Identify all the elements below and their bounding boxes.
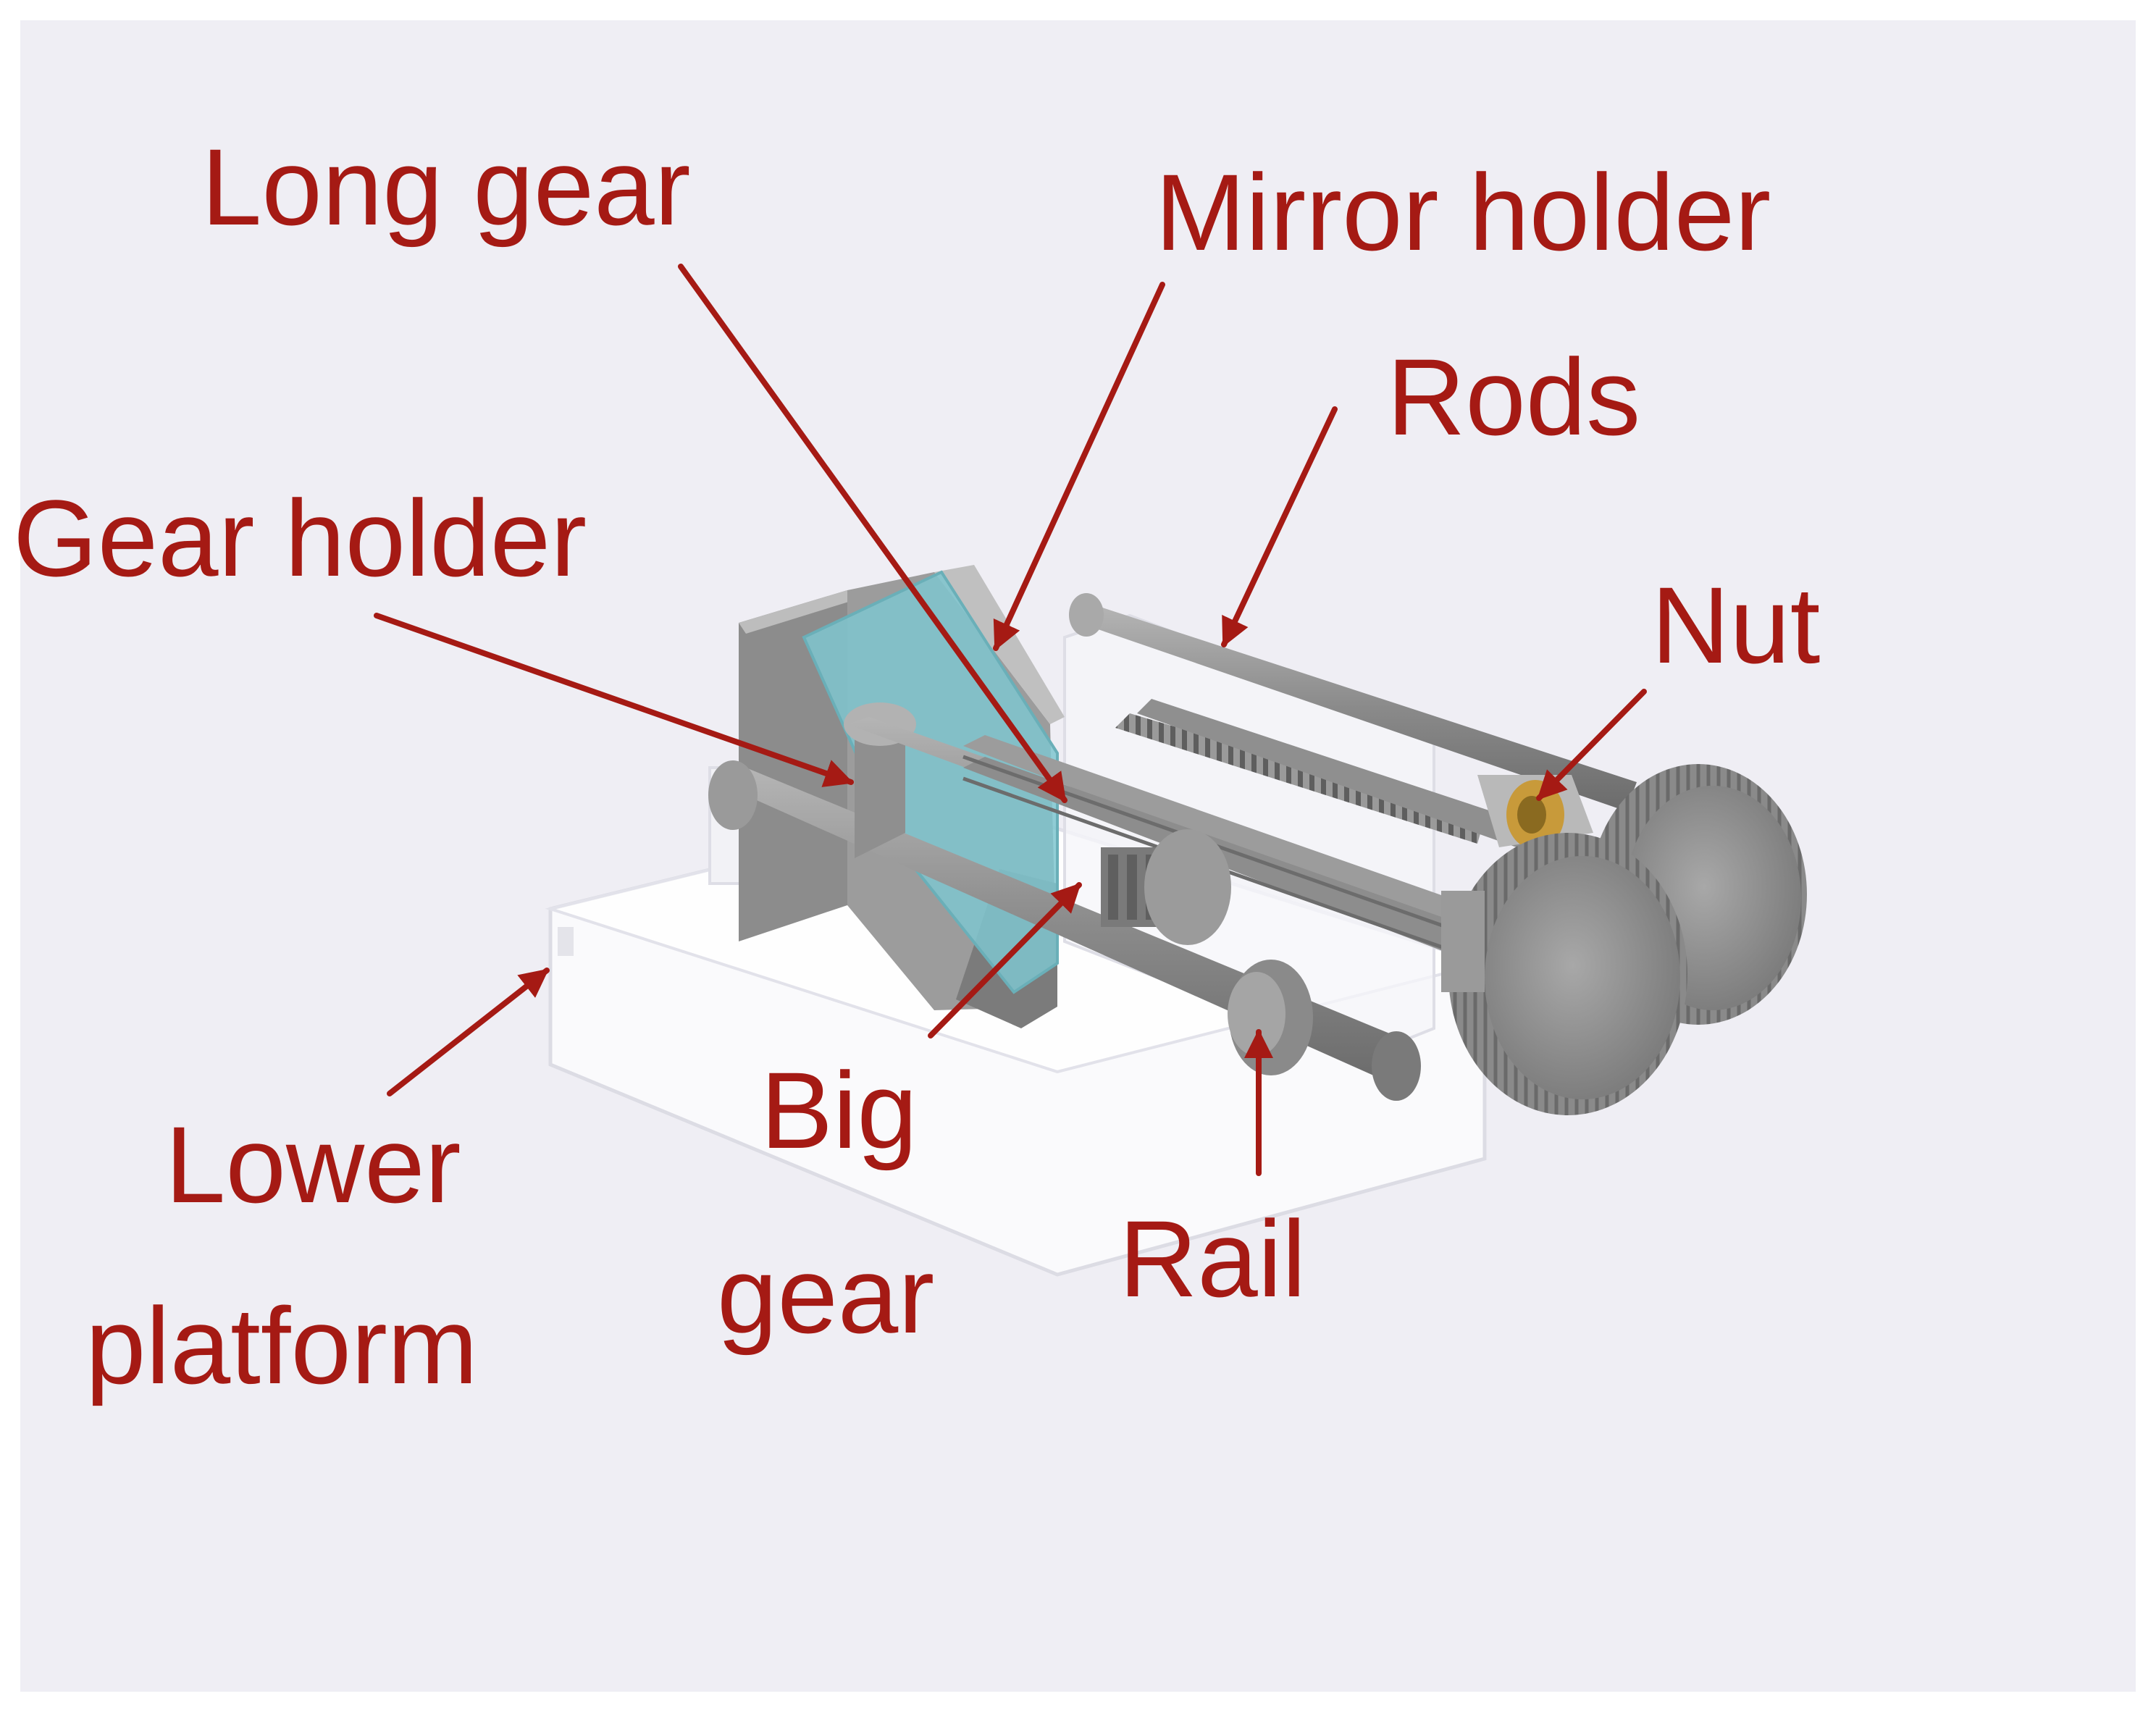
big-gear-shape xyxy=(1101,829,1231,945)
arrow-long-gear xyxy=(678,264,1067,803)
knob-front xyxy=(1448,833,1687,1115)
rods-shape xyxy=(1069,593,1637,865)
arrow-big-gear xyxy=(928,882,1082,1038)
mechanism-illustration xyxy=(545,565,1807,1277)
callout-arrows xyxy=(374,264,1647,1176)
rail-rod xyxy=(708,760,1421,1101)
label-gear-holder: Gear holder xyxy=(13,477,587,599)
mirror-holder-block xyxy=(739,590,847,941)
label-rods: Rods xyxy=(1387,336,1640,458)
label-lower-platform-line1: Lower xyxy=(165,1104,461,1225)
arrow-rods xyxy=(1221,406,1338,647)
lead-screw xyxy=(1115,713,1485,844)
label-rail: Rail xyxy=(1119,1198,1306,1319)
label-nut: Nut xyxy=(1651,564,1820,686)
arrow-nut xyxy=(1536,689,1647,801)
arrow-mirror-holder xyxy=(993,282,1165,651)
label-long-gear: Long gear xyxy=(201,126,691,248)
arrow-lower-platform xyxy=(387,968,550,1096)
arrow-gear-holder xyxy=(374,613,854,787)
label-big-gear-line2: gear xyxy=(717,1234,934,1356)
label-big-gear-line1: Big xyxy=(760,1049,918,1171)
label-mirror-holder: Mirror holder xyxy=(1155,151,1771,273)
label-lower-platform-line2: platform xyxy=(85,1285,478,1406)
